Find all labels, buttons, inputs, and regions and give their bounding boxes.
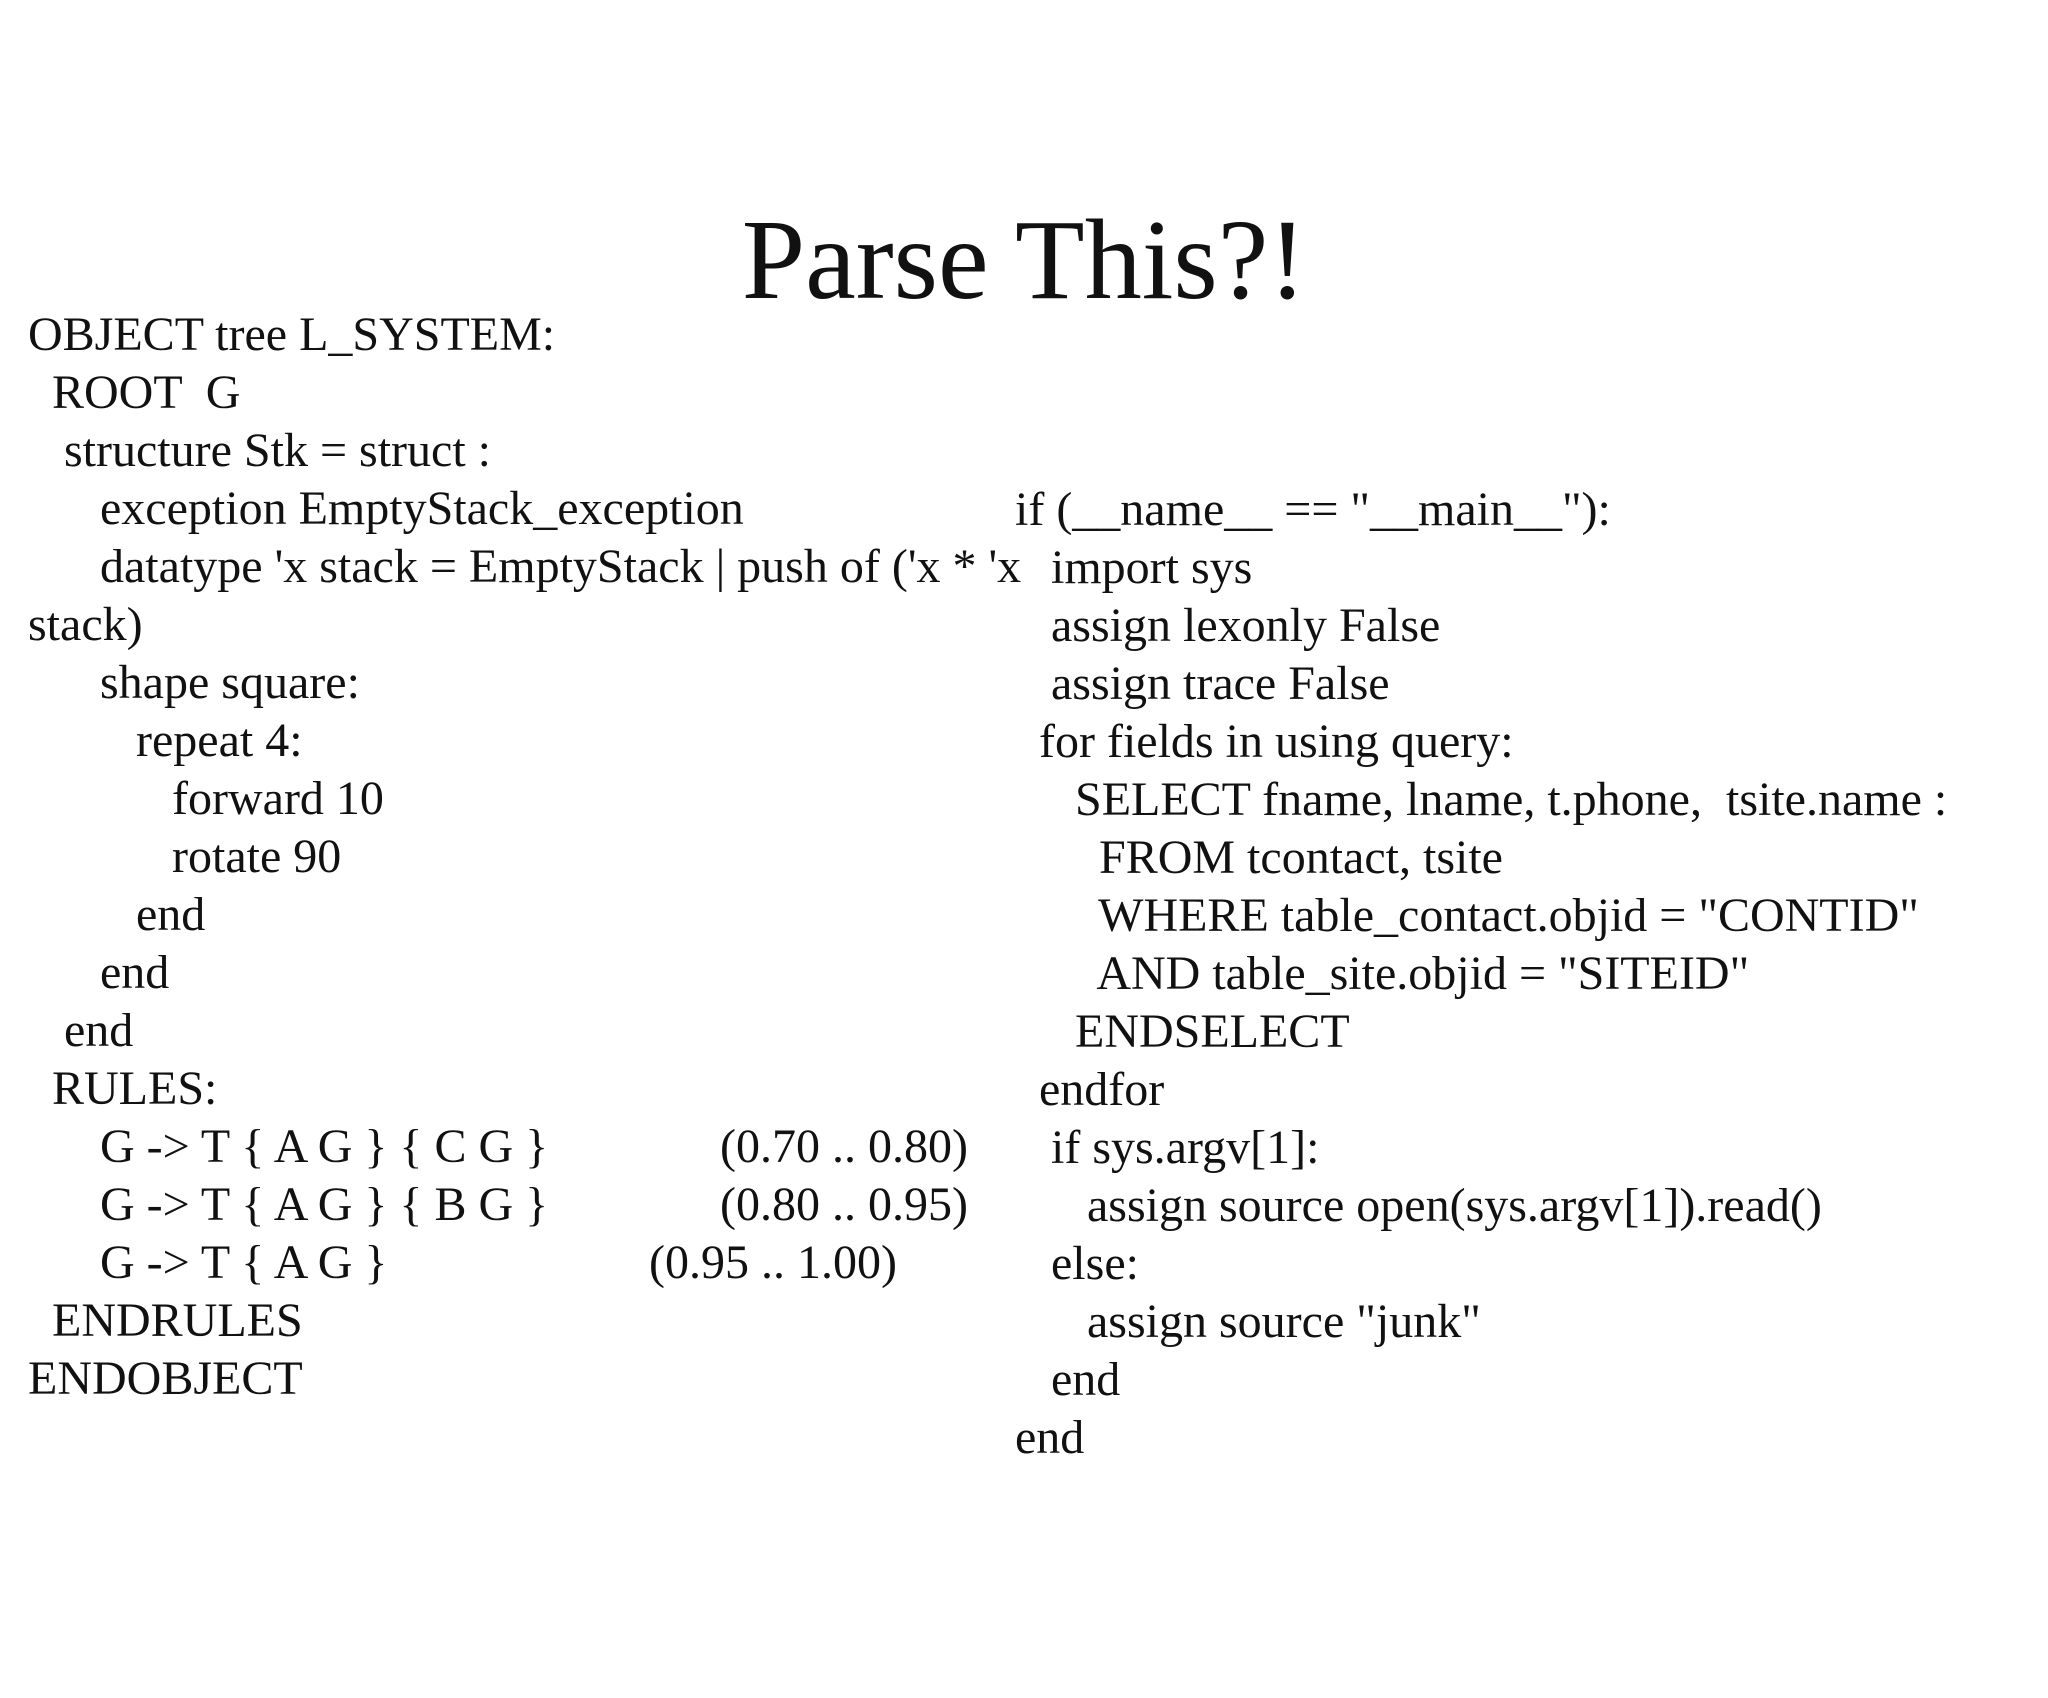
code-line: AND table_site.objid = "SITEID" [1015, 947, 1750, 1000]
code-line: shape square: [28, 656, 360, 709]
rule-line: G -> T { A G } { C G } [28, 1120, 549, 1173]
code-line: end [28, 1004, 134, 1057]
code-line: ROOT G [28, 366, 241, 419]
code-line: end [1015, 1353, 1121, 1406]
code-line: datatype 'x stack = EmptyStack | push of… [28, 540, 1022, 593]
code-line: assign lexonly False [1015, 599, 1441, 652]
right-code-block: if (__name__ == "__main__"): import sys … [1015, 481, 2045, 1491]
rule-probability-range: (0.70 .. 0.80) [720, 1120, 968, 1173]
code-line: if (__name__ == "__main__"): [1015, 483, 1611, 536]
code-line: assign trace False [1015, 657, 1390, 710]
code-line: rotate 90 [28, 830, 342, 883]
code-line: WHERE table_contact.objid = "CONTID" [1015, 889, 1919, 942]
code-line: assign source "junk" [1015, 1295, 1481, 1348]
code-line: stack) [28, 598, 143, 651]
code-line: if sys.argv[1]: [1015, 1121, 1320, 1174]
code-line: import sys [1015, 541, 1253, 594]
code-line: structure Stk = struct : [28, 424, 492, 477]
code-line: OBJECT tree L_SYSTEM: [28, 308, 556, 361]
slide-title: Parse This?! [741, 196, 1307, 323]
code-line: end [1015, 1411, 1085, 1464]
rule-line: G -> T { A G } { B G } [28, 1178, 549, 1231]
code-line: end [28, 946, 170, 999]
code-line: ENDRULES [28, 1294, 303, 1347]
code-line: repeat 4: [28, 714, 303, 767]
code-line: ENDOBJECT [28, 1352, 303, 1405]
rule-probability-range: (0.80 .. 0.95) [720, 1178, 968, 1231]
code-line: exception EmptyStack_exception [28, 482, 744, 535]
code-line: forward 10 [28, 772, 384, 825]
code-line: end [28, 888, 206, 941]
rule-line: G -> T { A G } [28, 1236, 388, 1289]
code-line: FROM tcontact, tsite [1015, 831, 1503, 884]
code-line: SELECT fname, lname, t.phone, tsite.name… [1015, 773, 1948, 826]
code-line: endfor [1015, 1063, 1165, 1116]
code-line: ENDSELECT [1015, 1005, 1350, 1058]
code-line: else: [1015, 1237, 1139, 1290]
left-code-block: OBJECT tree L_SYSTEM: ROOT G structure S… [28, 306, 1048, 1406]
rule-probability-range: (0.95 .. 1.00) [649, 1236, 897, 1289]
code-line: for fields in using query: [1015, 715, 1514, 768]
code-line: assign source open(sys.argv[1]).read() [1015, 1179, 1822, 1232]
code-line: RULES: [28, 1062, 218, 1115]
